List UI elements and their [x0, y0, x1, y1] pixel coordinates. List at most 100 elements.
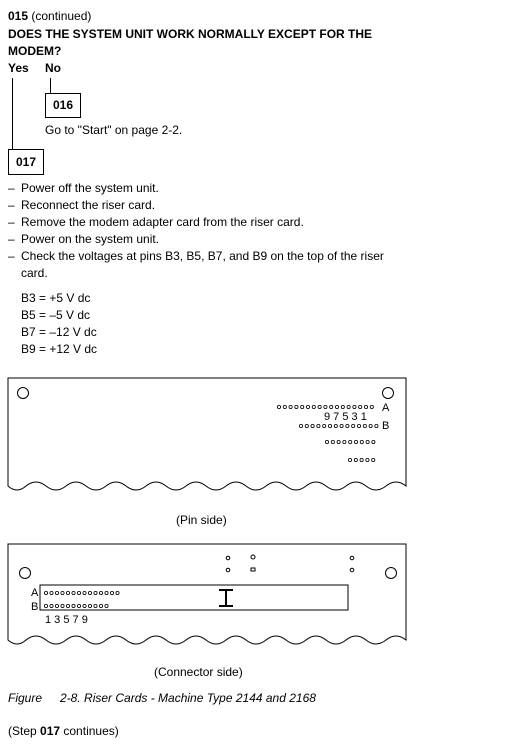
connector-row-a	[44, 591, 120, 596]
pin	[294, 405, 299, 410]
pin	[333, 424, 338, 429]
connector-side-caption: (Connector side)	[154, 665, 243, 679]
instruction-item: –Power on the system unit.	[8, 232, 160, 246]
connector-row-a-label: A	[31, 587, 39, 599]
pin	[304, 424, 309, 429]
pin	[322, 424, 327, 429]
pin	[49, 604, 54, 609]
pin-side-caption: (Pin side)	[176, 513, 227, 527]
pin	[369, 405, 374, 410]
pin	[351, 424, 356, 429]
pin-side-numbers: 9 7 5 3 1	[324, 411, 367, 423]
pin	[336, 440, 341, 445]
pin	[327, 424, 332, 429]
step-016-box: 016	[45, 93, 81, 118]
pin	[345, 424, 350, 429]
pin	[352, 405, 357, 410]
pin	[365, 440, 370, 445]
mounting-hole	[385, 567, 397, 579]
voltage-b3: B3 = +5 V dc	[21, 291, 91, 305]
pin-side-diagram: A B 9 7 5 3 1	[7, 377, 407, 491]
pin	[115, 591, 120, 596]
step-017-box: 017	[8, 149, 44, 175]
pin	[298, 424, 303, 429]
pin	[99, 591, 104, 596]
pin	[60, 591, 65, 596]
pin	[77, 604, 82, 609]
voltage-b5: B5 = –5 V dc	[21, 308, 91, 322]
pin	[359, 440, 364, 445]
pin	[348, 440, 353, 445]
pin	[104, 591, 109, 596]
pin	[311, 405, 316, 410]
pin	[347, 458, 352, 463]
yes-branch-line	[12, 78, 13, 149]
pin	[88, 591, 93, 596]
no-branch-line	[50, 78, 51, 94]
pin	[49, 591, 54, 596]
pin	[316, 424, 321, 429]
pin-side-row-b-label: B	[382, 420, 389, 432]
pin	[282, 405, 287, 410]
pin	[71, 604, 76, 609]
pin	[104, 604, 109, 609]
i-beam-mark	[219, 589, 233, 607]
card-outline	[7, 377, 407, 491]
instruction-item: –Power off the system unit.	[8, 181, 159, 195]
pin	[88, 604, 93, 609]
pin	[330, 440, 335, 445]
mounting-hole	[382, 387, 394, 399]
pin	[363, 405, 368, 410]
instruction-item: –Reconnect the riser card.	[8, 198, 156, 212]
pin	[110, 591, 115, 596]
pin	[356, 424, 361, 429]
pin	[339, 424, 344, 429]
go-to-start-text: Go to "Start" on page 2-2.	[45, 123, 183, 137]
step-continues-note: (Step 017 continues)	[8, 724, 119, 738]
yes-label: Yes	[8, 61, 29, 75]
pin-side-row-a-label: A	[382, 402, 390, 414]
pin	[353, 440, 358, 445]
pin	[60, 604, 65, 609]
pin	[66, 591, 71, 596]
voltage-b7: B7 = –12 V dc	[21, 325, 97, 339]
pin	[82, 604, 87, 609]
pin	[362, 424, 367, 429]
pin	[288, 405, 293, 410]
pin	[310, 424, 315, 429]
pin	[77, 591, 82, 596]
pin	[334, 405, 339, 410]
pin-row-b	[298, 424, 379, 429]
pin	[368, 424, 373, 429]
mounting-hole	[17, 387, 29, 399]
instruction-item: –Check the voltages at pins B3, B5, B7, …	[8, 249, 384, 263]
question-line-1: DOES THE SYSTEM UNIT WORK NORMALLY EXCEP…	[8, 27, 373, 41]
step-continued: (continued)	[28, 9, 92, 23]
pin	[44, 604, 49, 609]
pin	[329, 405, 334, 410]
pin	[371, 440, 376, 445]
pin	[323, 405, 328, 410]
pin	[340, 405, 345, 410]
pin	[324, 440, 329, 445]
pin	[44, 591, 49, 596]
pin-row-a	[276, 405, 374, 410]
pin	[358, 405, 363, 410]
pin	[346, 405, 351, 410]
instruction-continuation: card.	[21, 266, 48, 280]
pin	[82, 591, 87, 596]
mounting-hole	[19, 567, 31, 579]
pin	[371, 458, 376, 463]
pin	[93, 604, 98, 609]
connector-row-b-label: B	[31, 601, 38, 613]
instruction-item: –Remove the modem adapter card from the …	[8, 215, 304, 229]
pin	[93, 591, 98, 596]
pin	[342, 440, 347, 445]
voltage-b9: B9 = +12 V dc	[21, 342, 98, 356]
pin	[305, 405, 310, 410]
question-line-2: MODEM?	[8, 44, 62, 58]
pin	[317, 405, 322, 410]
connector-numbers: 1 3 5 7 9	[45, 614, 88, 626]
pin-row-d	[347, 458, 376, 463]
